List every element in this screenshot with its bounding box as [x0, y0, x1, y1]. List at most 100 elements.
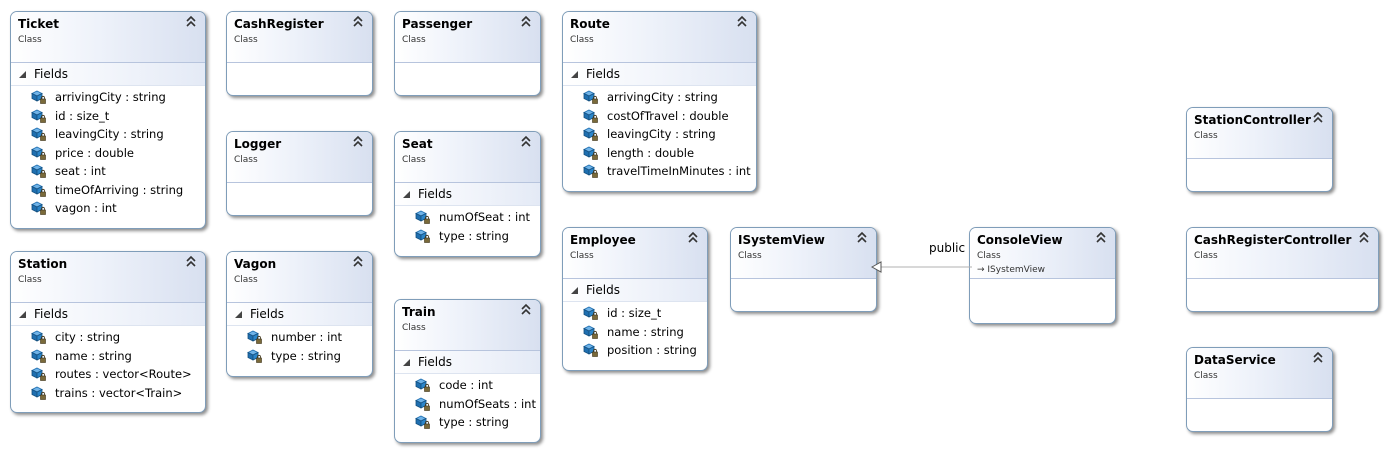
expanded-triangle-icon[interactable]: [403, 359, 411, 367]
field-row[interactable]: timeOfArriving : string: [11, 182, 205, 201]
field-row[interactable]: number : int: [227, 329, 372, 348]
field-row[interactable]: length : double: [563, 145, 756, 164]
private-field-icon: [415, 210, 430, 224]
field-row[interactable]: name : string: [563, 324, 707, 343]
field-row[interactable]: id : size_t: [563, 305, 707, 324]
field-row[interactable]: numOfSeat : int: [395, 209, 540, 228]
field-row[interactable]: code : int: [395, 377, 540, 396]
field-row[interactable]: id : size_t: [11, 108, 205, 127]
expanded-triangle-icon[interactable]: [571, 71, 579, 79]
fields-section-header[interactable]: Fields: [395, 351, 540, 374]
field-row[interactable]: leavingCity : string: [563, 126, 756, 145]
field-row[interactable]: numOfSeats : int: [395, 396, 540, 415]
double-chevron-up-icon[interactable]: [351, 254, 365, 268]
class-name: ISystemView: [738, 233, 825, 247]
expanded-triangle-icon[interactable]: [403, 191, 411, 199]
field-row[interactable]: name : string: [11, 348, 205, 367]
class-name: CashRegisterController: [1194, 233, 1352, 247]
field-label: length : double: [607, 145, 695, 160]
field-row[interactable]: travelTimeInMinutes : int: [563, 163, 756, 182]
class-name: StationController: [1194, 113, 1311, 127]
field-row[interactable]: price : double: [11, 145, 205, 164]
double-chevron-up-icon[interactable]: [1357, 230, 1371, 244]
fields-section-header[interactable]: Fields: [11, 63, 205, 86]
double-chevron-up-icon[interactable]: [686, 230, 700, 244]
double-chevron-up-icon[interactable]: [1094, 230, 1108, 244]
double-chevron-up-icon[interactable]: [351, 14, 365, 28]
double-chevron-up-icon[interactable]: [1311, 110, 1325, 124]
expanded-triangle-icon[interactable]: [235, 311, 243, 319]
expanded-triangle-icon[interactable]: [571, 287, 579, 295]
fields-section-header[interactable]: Fields: [563, 279, 707, 302]
field-row[interactable]: type : string: [395, 414, 540, 433]
double-chevron-up-icon[interactable]: [735, 14, 749, 28]
field-row[interactable]: leavingCity : string: [11, 126, 205, 145]
field-row[interactable]: trains : vector<Train>: [11, 385, 205, 404]
class-stereotype: Class: [570, 251, 594, 261]
private-field-icon: [247, 330, 262, 344]
field-label: number : int: [271, 330, 343, 344]
class-name: CashRegister: [234, 17, 324, 31]
fields-section-header[interactable]: Fields: [227, 303, 372, 326]
field-row[interactable]: arrivingCity : string: [11, 89, 205, 108]
fields-section-header[interactable]: Fields: [563, 63, 756, 86]
double-chevron-up-icon[interactable]: [1311, 350, 1325, 364]
double-chevron-up-icon[interactable]: [519, 14, 533, 28]
double-chevron-up-icon[interactable]: [519, 302, 533, 316]
field-row[interactable]: routes : vector<Route>: [11, 366, 205, 385]
double-chevron-up-icon[interactable]: [855, 230, 869, 244]
double-chevron-up-icon[interactable]: [184, 254, 198, 268]
field-row[interactable]: type : string: [227, 348, 372, 367]
class-stereotype: Class: [977, 251, 1001, 261]
class-stereotype: Class: [402, 35, 426, 45]
field-row[interactable]: seat : int: [11, 163, 205, 182]
fields-section-header[interactable]: Fields: [395, 183, 540, 206]
field-row[interactable]: vagon : int: [11, 200, 205, 219]
class-name: Passenger: [402, 17, 473, 31]
double-chevron-up-icon[interactable]: [351, 134, 365, 148]
field-row[interactable]: costOfTravel : double: [563, 108, 756, 127]
fields-section-header[interactable]: Fields: [11, 303, 205, 326]
double-chevron-up-icon[interactable]: [184, 14, 198, 28]
double-chevron-up-icon[interactable]: [519, 134, 533, 148]
field-row[interactable]: city : string: [11, 329, 205, 348]
class-stereotype: Class: [1194, 131, 1218, 141]
field-row[interactable]: arrivingCity : string: [563, 89, 756, 108]
field-row[interactable]: type : string: [395, 228, 540, 247]
fields-section-label: Fields: [34, 307, 68, 321]
expanded-triangle-icon[interactable]: [19, 311, 27, 319]
field-row[interactable]: position : string: [563, 342, 707, 361]
field-label: name : string: [607, 324, 684, 339]
expanded-triangle-icon[interactable]: [19, 71, 27, 79]
